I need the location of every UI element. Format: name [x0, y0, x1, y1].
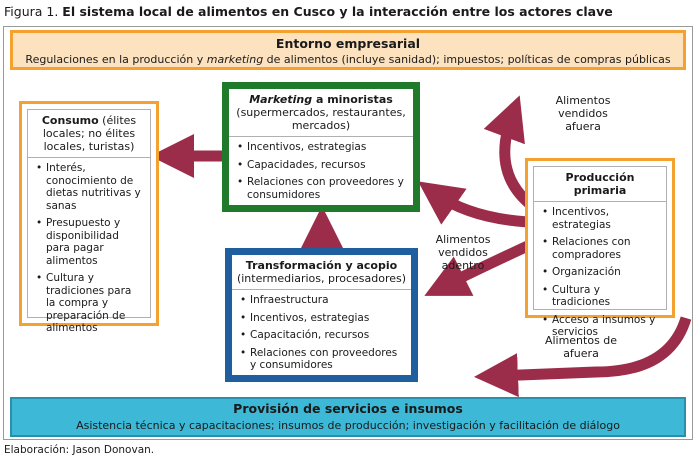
entorno-subtitle: Regulaciones en la producción y marketin…: [25, 53, 671, 66]
produccion-list: Incentivos, estrategias Relaciones con c…: [534, 202, 666, 339]
marketing-list: Incentivos, estrategias Capacidades, rec…: [229, 137, 413, 201]
provision-title: Provisión de servicios e insumos: [233, 401, 463, 416]
marketing-heading: Marketing a minoristas(supermercados, re…: [229, 89, 413, 137]
list-item: Incentivos, estrategias: [240, 312, 405, 325]
arrow-produccion-to-transform: [424, 239, 535, 296]
list-item: Presupuesto y disponibilidad para pagar …: [36, 217, 144, 267]
transformacion-heading: Transformación y acopio(intermediarios, …: [232, 255, 411, 290]
label-vendidos-afuera: Alimentos vendidos afuera: [555, 94, 611, 133]
produccion-heading: Producción primaria: [534, 167, 666, 202]
list-item: Interés, conocimiento de dietas nutritiv…: [36, 162, 144, 212]
list-item: Infraestructura: [240, 294, 405, 307]
transformacion-box: Transformación y acopio(intermediarios, …: [225, 248, 418, 382]
label-de-afuera: Alimentos de afuera: [544, 334, 618, 360]
consumo-box: Consumo (élites locales; no élites local…: [19, 101, 159, 334]
entorno-empresarial-box: Entorno empresarial Regulaciones en la p…: [10, 30, 686, 70]
list-item: Organización: [542, 266, 660, 279]
list-item: Relaciones con proveedores y consumidore…: [240, 347, 405, 372]
arrow-de-afuera: [474, 316, 692, 398]
list-item: Relaciones con compradores: [542, 236, 660, 261]
produccion-box: Producción primaria Incentivos, estrateg…: [525, 158, 675, 338]
consumo-heading: Consumo (élites locales; no élites local…: [28, 110, 150, 158]
caption-title: El sistema local de alimentos en Cusco y…: [62, 4, 613, 19]
provision-servicios-box: Provisión de servicios e insumos Asisten…: [10, 397, 686, 437]
list-item: Incentivos, estrategias: [237, 141, 407, 154]
list-item: Incentivos, estrategias: [542, 206, 660, 231]
marketing-box: Marketing a minoristas(supermercados, re…: [222, 82, 420, 212]
list-item: Capacitación, recursos: [240, 329, 405, 342]
transformacion-list: Infraestructura Incentivos, estrategias …: [232, 290, 411, 372]
credit-line: Elaboración: Jason Donovan.: [4, 444, 155, 456]
list-item: Cultura y tradiciones: [542, 284, 660, 309]
entorno-title: Entorno empresarial: [275, 36, 421, 51]
list-item: Capacidades, recursos: [237, 159, 407, 172]
consumo-list: Interés, conocimiento de dietas nutritiv…: [28, 158, 150, 335]
arrow-produccion-to-marketing: [418, 181, 529, 228]
diagram-frame: [3, 26, 693, 440]
list-item: Cultura y tradiciones para la compra y p…: [36, 272, 144, 335]
provision-subtitle: Asistencia técnica y capacitaciones; ins…: [76, 419, 620, 432]
list-item: Acceso a insumos y servicios: [542, 314, 660, 339]
figure-caption: Figura 1. El sistema local de alimentos …: [4, 4, 613, 19]
list-item: Relaciones con proveedores y consumidore…: [237, 176, 407, 201]
label-vendidos-adentro: Alimentos vendidos adentro: [435, 233, 491, 272]
caption-prefix: Figura 1.: [4, 4, 59, 19]
